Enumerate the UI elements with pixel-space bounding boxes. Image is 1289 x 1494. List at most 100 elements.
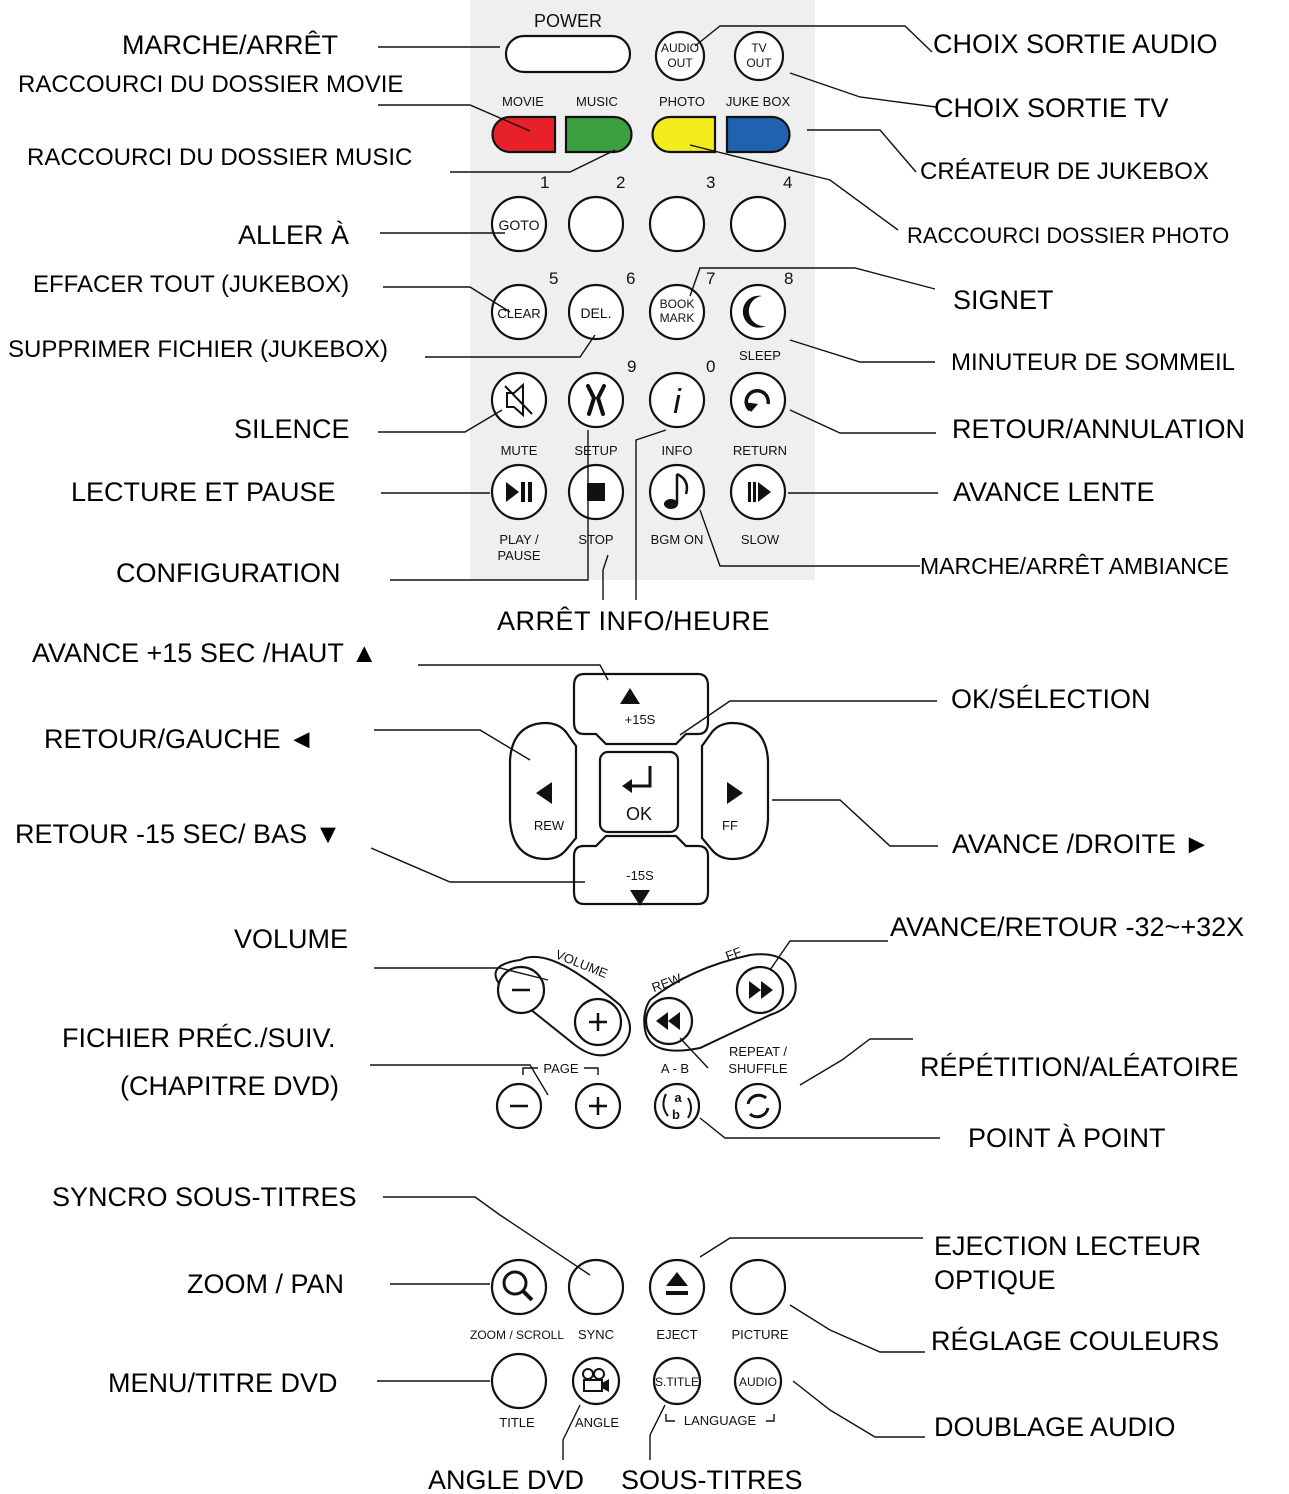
power-button[interactable] bbox=[504, 34, 632, 74]
callout-supprimer-fichier: SUPPRIMER FICHIER (JUKEBOX) bbox=[8, 336, 389, 363]
stop-icon bbox=[587, 483, 605, 501]
callout-angle-dvd: ANGLE DVD bbox=[428, 1465, 585, 1494]
callout-retour-bas: RETOUR -15 SEC/ BAS ▼ bbox=[15, 819, 342, 849]
num-6-label: 6 bbox=[626, 269, 635, 288]
callout-raccourci-photo: RACCOURCI DOSSIER PHOTO bbox=[907, 223, 1230, 248]
callout-effacer-tout: EFFACER TOUT (JUKEBOX) bbox=[33, 271, 350, 298]
callout-ejection-1: EJECTION LECTEUR bbox=[934, 1231, 1202, 1261]
up-button[interactable] bbox=[572, 672, 710, 746]
audio-label: AUDIO bbox=[739, 1375, 777, 1389]
setup-button[interactable] bbox=[567, 371, 625, 429]
picture-button[interactable] bbox=[729, 1258, 787, 1316]
callout-createur-jukebox: CRÉATEUR DE JUKEBOX bbox=[920, 158, 1209, 185]
num-7-label: 7 bbox=[706, 269, 715, 288]
info-button[interactable] bbox=[648, 371, 706, 429]
language-bracket bbox=[665, 1414, 775, 1422]
num-9-label: 9 bbox=[627, 357, 636, 376]
music-note-icon bbox=[664, 472, 689, 509]
bookmark-label-1: BOOK bbox=[660, 297, 695, 311]
return-button[interactable] bbox=[729, 371, 787, 429]
callout-zoom-pan: ZOOM / PAN bbox=[187, 1269, 345, 1299]
repeat-icon bbox=[746, 1093, 770, 1119]
repeat-label-1: REPEAT / bbox=[729, 1044, 787, 1059]
callout-point-a-point: POINT À POINT bbox=[968, 1123, 1166, 1153]
audio-out-button[interactable] bbox=[654, 30, 706, 82]
callout-silence: SILENCE bbox=[234, 414, 350, 444]
audio-button[interactable] bbox=[733, 1356, 783, 1406]
info-icon: i bbox=[673, 383, 682, 421]
callout-sous-titres: SOUS-TITRES bbox=[621, 1465, 803, 1494]
down-arrow-icon bbox=[630, 890, 650, 906]
language-label: LANGUAGE bbox=[684, 1413, 757, 1428]
callout-avance-retour: AVANCE/RETOUR -32~+32X bbox=[890, 912, 1245, 942]
mute-label: MUTE bbox=[501, 443, 538, 458]
eject-button[interactable] bbox=[648, 1258, 706, 1316]
repeat-button[interactable] bbox=[734, 1082, 782, 1130]
num-3-button[interactable] bbox=[648, 195, 706, 253]
goto-button[interactable] bbox=[490, 195, 548, 253]
audio-out-label-2: OUT bbox=[667, 56, 693, 70]
music-button[interactable] bbox=[564, 115, 633, 154]
tv-out-label-1: TV bbox=[751, 41, 766, 55]
del-button[interactable] bbox=[567, 283, 625, 341]
clear-label: CLEAR bbox=[497, 306, 540, 321]
num-1-label: 1 bbox=[540, 173, 549, 192]
page-label: PAGE bbox=[543, 1061, 578, 1076]
callout-avance-haut: AVANCE +15 SEC /HAUT ▲ bbox=[32, 638, 378, 668]
slow-label: SLOW bbox=[741, 532, 780, 547]
callout-ejection-2: OPTIQUE bbox=[934, 1265, 1056, 1295]
sleep-button[interactable] bbox=[729, 283, 787, 341]
down-button[interactable] bbox=[572, 834, 710, 906]
callout-avance-droite: AVANCE /DROITE ► bbox=[952, 829, 1211, 859]
ok-button[interactable] bbox=[598, 750, 680, 834]
svg-text:b: b bbox=[672, 1107, 680, 1122]
mute-icon bbox=[504, 382, 533, 418]
audio-out-label-1: AUDIO bbox=[661, 41, 699, 55]
rewind-icon bbox=[656, 1012, 680, 1030]
num-5-label: 5 bbox=[549, 269, 558, 288]
zoom-button[interactable] bbox=[490, 1258, 548, 1316]
enter-icon bbox=[622, 766, 652, 793]
sleep-label: SLEEP bbox=[739, 348, 781, 363]
camera-icon bbox=[582, 1368, 609, 1392]
ff-nav-label: FF bbox=[722, 818, 738, 833]
fast-forward-icon bbox=[749, 981, 773, 999]
return-label: RETURN bbox=[733, 443, 787, 458]
callout-doublage: DOUBLAGE AUDIO bbox=[934, 1412, 1176, 1442]
movie-button[interactable] bbox=[491, 115, 557, 154]
title-label: TITLE bbox=[499, 1415, 535, 1430]
callout-repetition: RÉPÉTITION/ALÉATOIRE bbox=[920, 1052, 1239, 1082]
subtitle-button[interactable] bbox=[652, 1356, 702, 1406]
plus-icon bbox=[589, 1013, 607, 1031]
rewff-housing bbox=[643, 953, 797, 1052]
num-2-button[interactable] bbox=[567, 195, 625, 253]
eject-label: EJECT bbox=[656, 1327, 697, 1342]
movie-label: MOVIE bbox=[502, 94, 544, 109]
picture-label: PICTURE bbox=[731, 1327, 788, 1342]
clear-button[interactable] bbox=[490, 283, 548, 341]
slow-icon bbox=[748, 482, 771, 502]
num-0-label: 0 bbox=[706, 357, 715, 376]
callout-lecture-pause: LECTURE ET PAUSE bbox=[71, 477, 336, 507]
jukebox-button[interactable] bbox=[725, 115, 791, 154]
callout-arret-info: ARRÊT INFO/HEURE bbox=[497, 606, 771, 636]
callout-configuration: CONFIGURATION bbox=[116, 558, 341, 588]
up-arrow-icon bbox=[620, 688, 640, 704]
callout-raccourci-movie: RACCOURCI DU DOSSIER MOVIE bbox=[18, 71, 404, 98]
sync-button[interactable] bbox=[567, 1258, 625, 1316]
callout-volume: VOLUME bbox=[234, 924, 349, 954]
bookmark-button[interactable] bbox=[648, 283, 706, 341]
num-4-button[interactable] bbox=[729, 195, 787, 253]
callout-choix-audio: CHOIX SORTIE AUDIO bbox=[933, 29, 1218, 59]
callout-minuteur: MINUTEUR DE SOMMEIL bbox=[951, 349, 1236, 376]
return-arrow-icon bbox=[744, 388, 770, 412]
ab-label: A - B bbox=[661, 1061, 689, 1076]
stop-label: STOP bbox=[578, 532, 613, 547]
tv-out-button[interactable] bbox=[733, 30, 785, 82]
title-button[interactable] bbox=[490, 1352, 548, 1410]
a-b-icon: a b bbox=[662, 1090, 692, 1122]
play-pause-icon bbox=[506, 482, 532, 502]
photo-button[interactable] bbox=[651, 115, 717, 154]
